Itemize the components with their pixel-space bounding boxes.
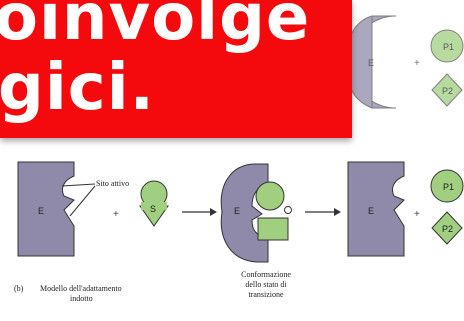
- enzyme-3: [348, 162, 404, 256]
- panel-caption-line-2: indotto: [14, 294, 164, 304]
- panel-caption-line-1: Modello dell'adattamento: [40, 284, 122, 294]
- panel-caption: (b)Modello dell'adattamento indotto: [14, 284, 164, 304]
- product1-label: P1: [443, 182, 454, 192]
- upper-enzyme-label: E: [368, 58, 374, 68]
- arrow-1-head: [210, 208, 217, 216]
- plus-sign-1: +: [113, 209, 119, 220]
- transition-caption-line-1: Conformazione: [226, 270, 306, 280]
- bound-substrate-circle: [256, 182, 284, 210]
- banner-title-line-2: gici.: [0, 56, 155, 120]
- title-banner: oinvolge gici.: [0, 0, 352, 138]
- transition-state-caption: Conformazione dello stato di transizione: [226, 270, 306, 300]
- transition-caption-line-3: transizione: [226, 290, 306, 300]
- transition-caption-line-2: dello stato di: [226, 280, 306, 290]
- arrow-2-head: [334, 208, 341, 216]
- active-site-pointer-2: [70, 186, 95, 216]
- panel-tag: (b): [14, 284, 40, 294]
- active-site-label: Sito attivo: [96, 179, 129, 188]
- enzyme-1: [18, 162, 74, 256]
- active-site-pointer-1: [62, 184, 95, 186]
- upper-product1-label: P1: [443, 42, 454, 52]
- product2-label: P2: [442, 224, 453, 234]
- enzyme-1-label: E: [38, 206, 44, 216]
- enzyme-3-label: E: [368, 206, 374, 216]
- upper-product2-label: P2: [442, 86, 453, 96]
- upper-row: E + P1 P2: [348, 16, 463, 108]
- bond-strain-marker: [285, 207, 292, 214]
- enzyme-2-label: E: [234, 206, 240, 216]
- plus-sign-2: +: [414, 209, 420, 220]
- upper-plus-sign: +: [414, 58, 420, 69]
- enzyme-2: [221, 164, 268, 262]
- bound-substrate-square: [258, 218, 288, 240]
- substrate-label: S: [150, 204, 156, 214]
- banner-title-line-1: oinvolge: [0, 0, 310, 50]
